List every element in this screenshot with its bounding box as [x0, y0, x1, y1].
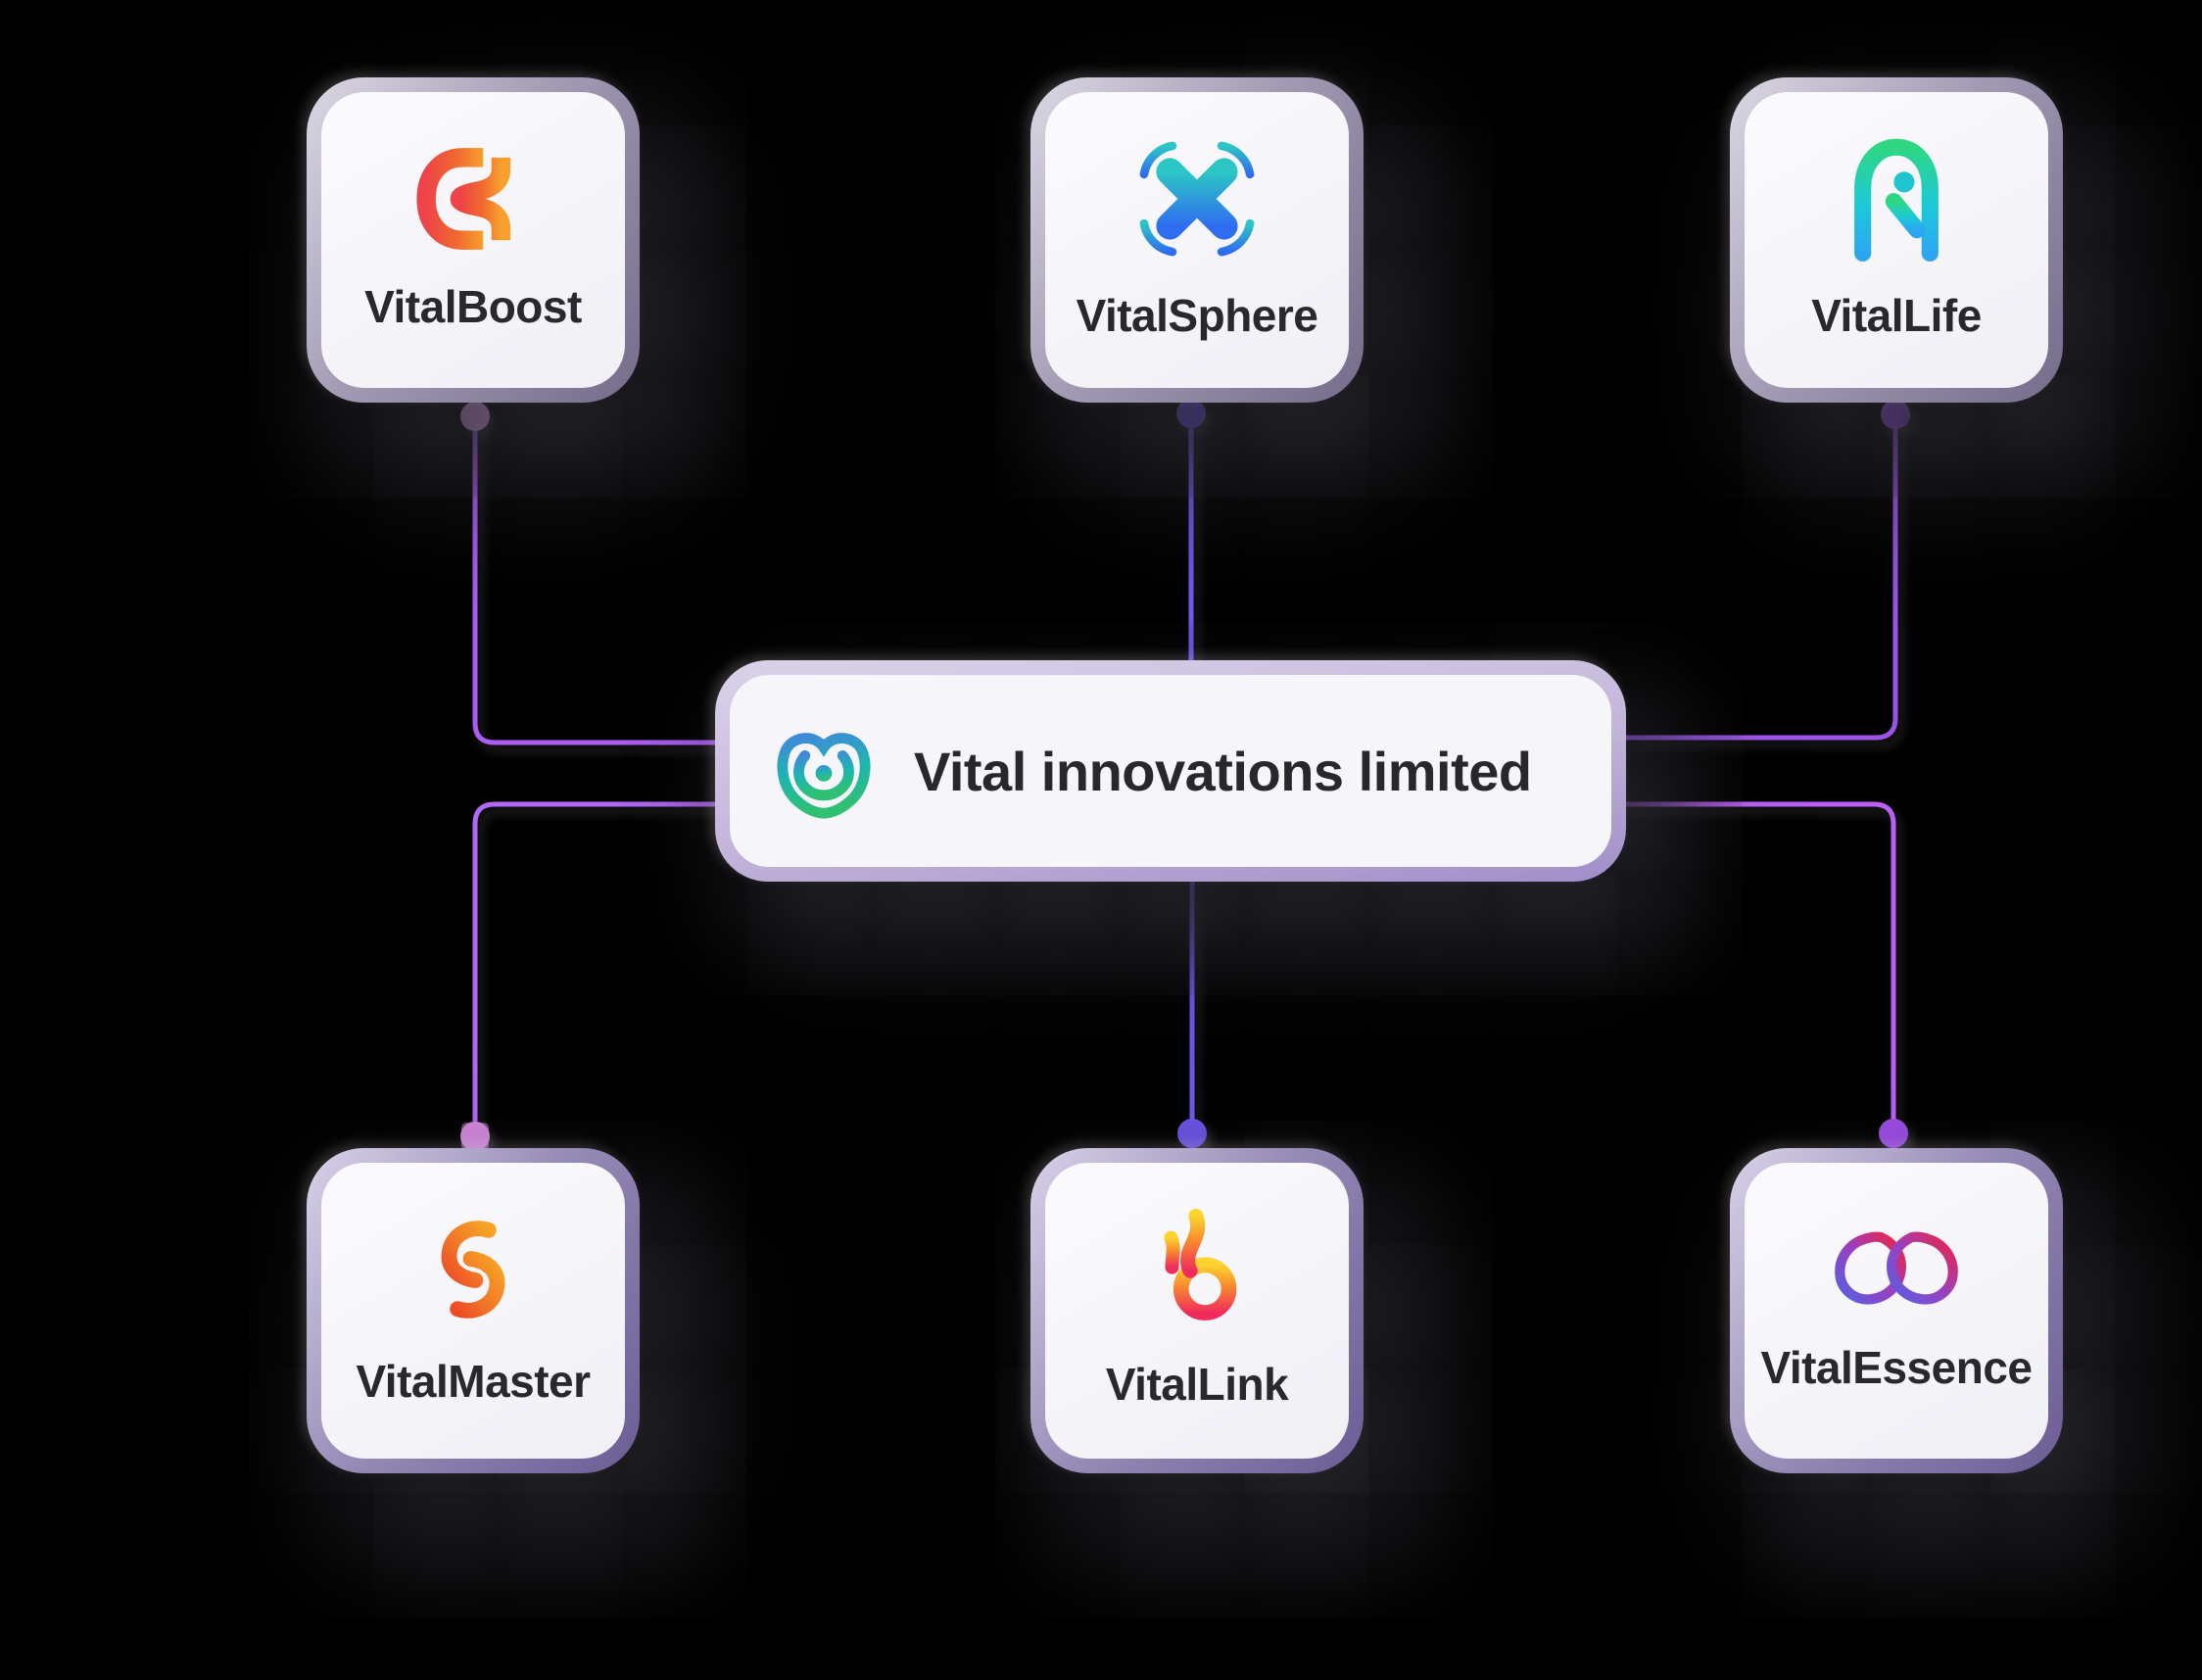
node-label-vitalsphere: VitalSphere	[1076, 290, 1318, 341]
node-vitallink-face: VitalLink	[1045, 1163, 1349, 1459]
node-label-vitallink: VitalLink	[1105, 1359, 1289, 1410]
node-label-vitalmaster: VitalMaster	[356, 1356, 591, 1407]
connector-dot-vitallife	[1881, 400, 1910, 429]
node-vitalessence-face: VitalEssence	[1745, 1163, 2048, 1459]
vitallink-logo-icon	[1164, 1208, 1237, 1320]
node-label-vitallife: VitalLife	[1811, 290, 1982, 341]
vitallife-logo-icon	[1854, 138, 1939, 263]
edge-center-vitallife	[1621, 415, 1898, 741]
node-label-vitalessence: VitalEssence	[1760, 1341, 2033, 1393]
connector-handle-vitalmaster	[461, 1123, 489, 1150]
node-vitallife-face: VitalLife	[1745, 92, 2048, 388]
node-vital-innovations[interactable]: Vital innovations limited	[715, 660, 1626, 882]
vital-innovations-logo-icon	[777, 733, 871, 819]
node-vitalessence[interactable]: VitalEssence	[1730, 1148, 2063, 1473]
edge-center-vitalboost	[472, 415, 720, 745]
edge-center-vitalessence	[1621, 801, 1896, 1137]
node-label-vitalboost: VitalBoost	[364, 281, 582, 332]
central-node-label: Vital innovations limited	[914, 740, 1532, 802]
vitalsphere-logo-icon	[1139, 141, 1255, 257]
node-vital-innovations-face: Vital innovations limited	[730, 675, 1611, 867]
node-vitalmaster[interactable]: VitalMaster	[307, 1148, 640, 1473]
vitalmaster-logo-icon	[441, 1221, 505, 1319]
node-vitallife[interactable]: VitalLife	[1730, 77, 2063, 403]
node-vitalsphere-face: VitalSphere	[1045, 92, 1349, 388]
connector-dot-vitallink	[1177, 1119, 1207, 1148]
connector-dot-vitalmaster	[460, 1122, 490, 1151]
node-vitallink[interactable]: VitalLink	[1030, 1148, 1364, 1473]
connector-dot-vitalessence	[1879, 1119, 1908, 1148]
node-vitalsphere[interactable]: VitalSphere	[1030, 77, 1364, 403]
vitalessence-logo-icon	[1835, 1231, 1958, 1304]
vitalboost-logo-icon	[416, 148, 511, 250]
node-vitalmaster-face: VitalMaster	[321, 1163, 625, 1459]
node-vitalboost-face: VitalBoost	[321, 92, 625, 388]
connector-dot-vitalboost	[460, 402, 490, 431]
node-vitalboost[interactable]: VitalBoost	[307, 77, 640, 403]
edge-center-vitalmaster	[472, 801, 720, 1141]
connector-dot-vitalsphere	[1176, 399, 1206, 428]
